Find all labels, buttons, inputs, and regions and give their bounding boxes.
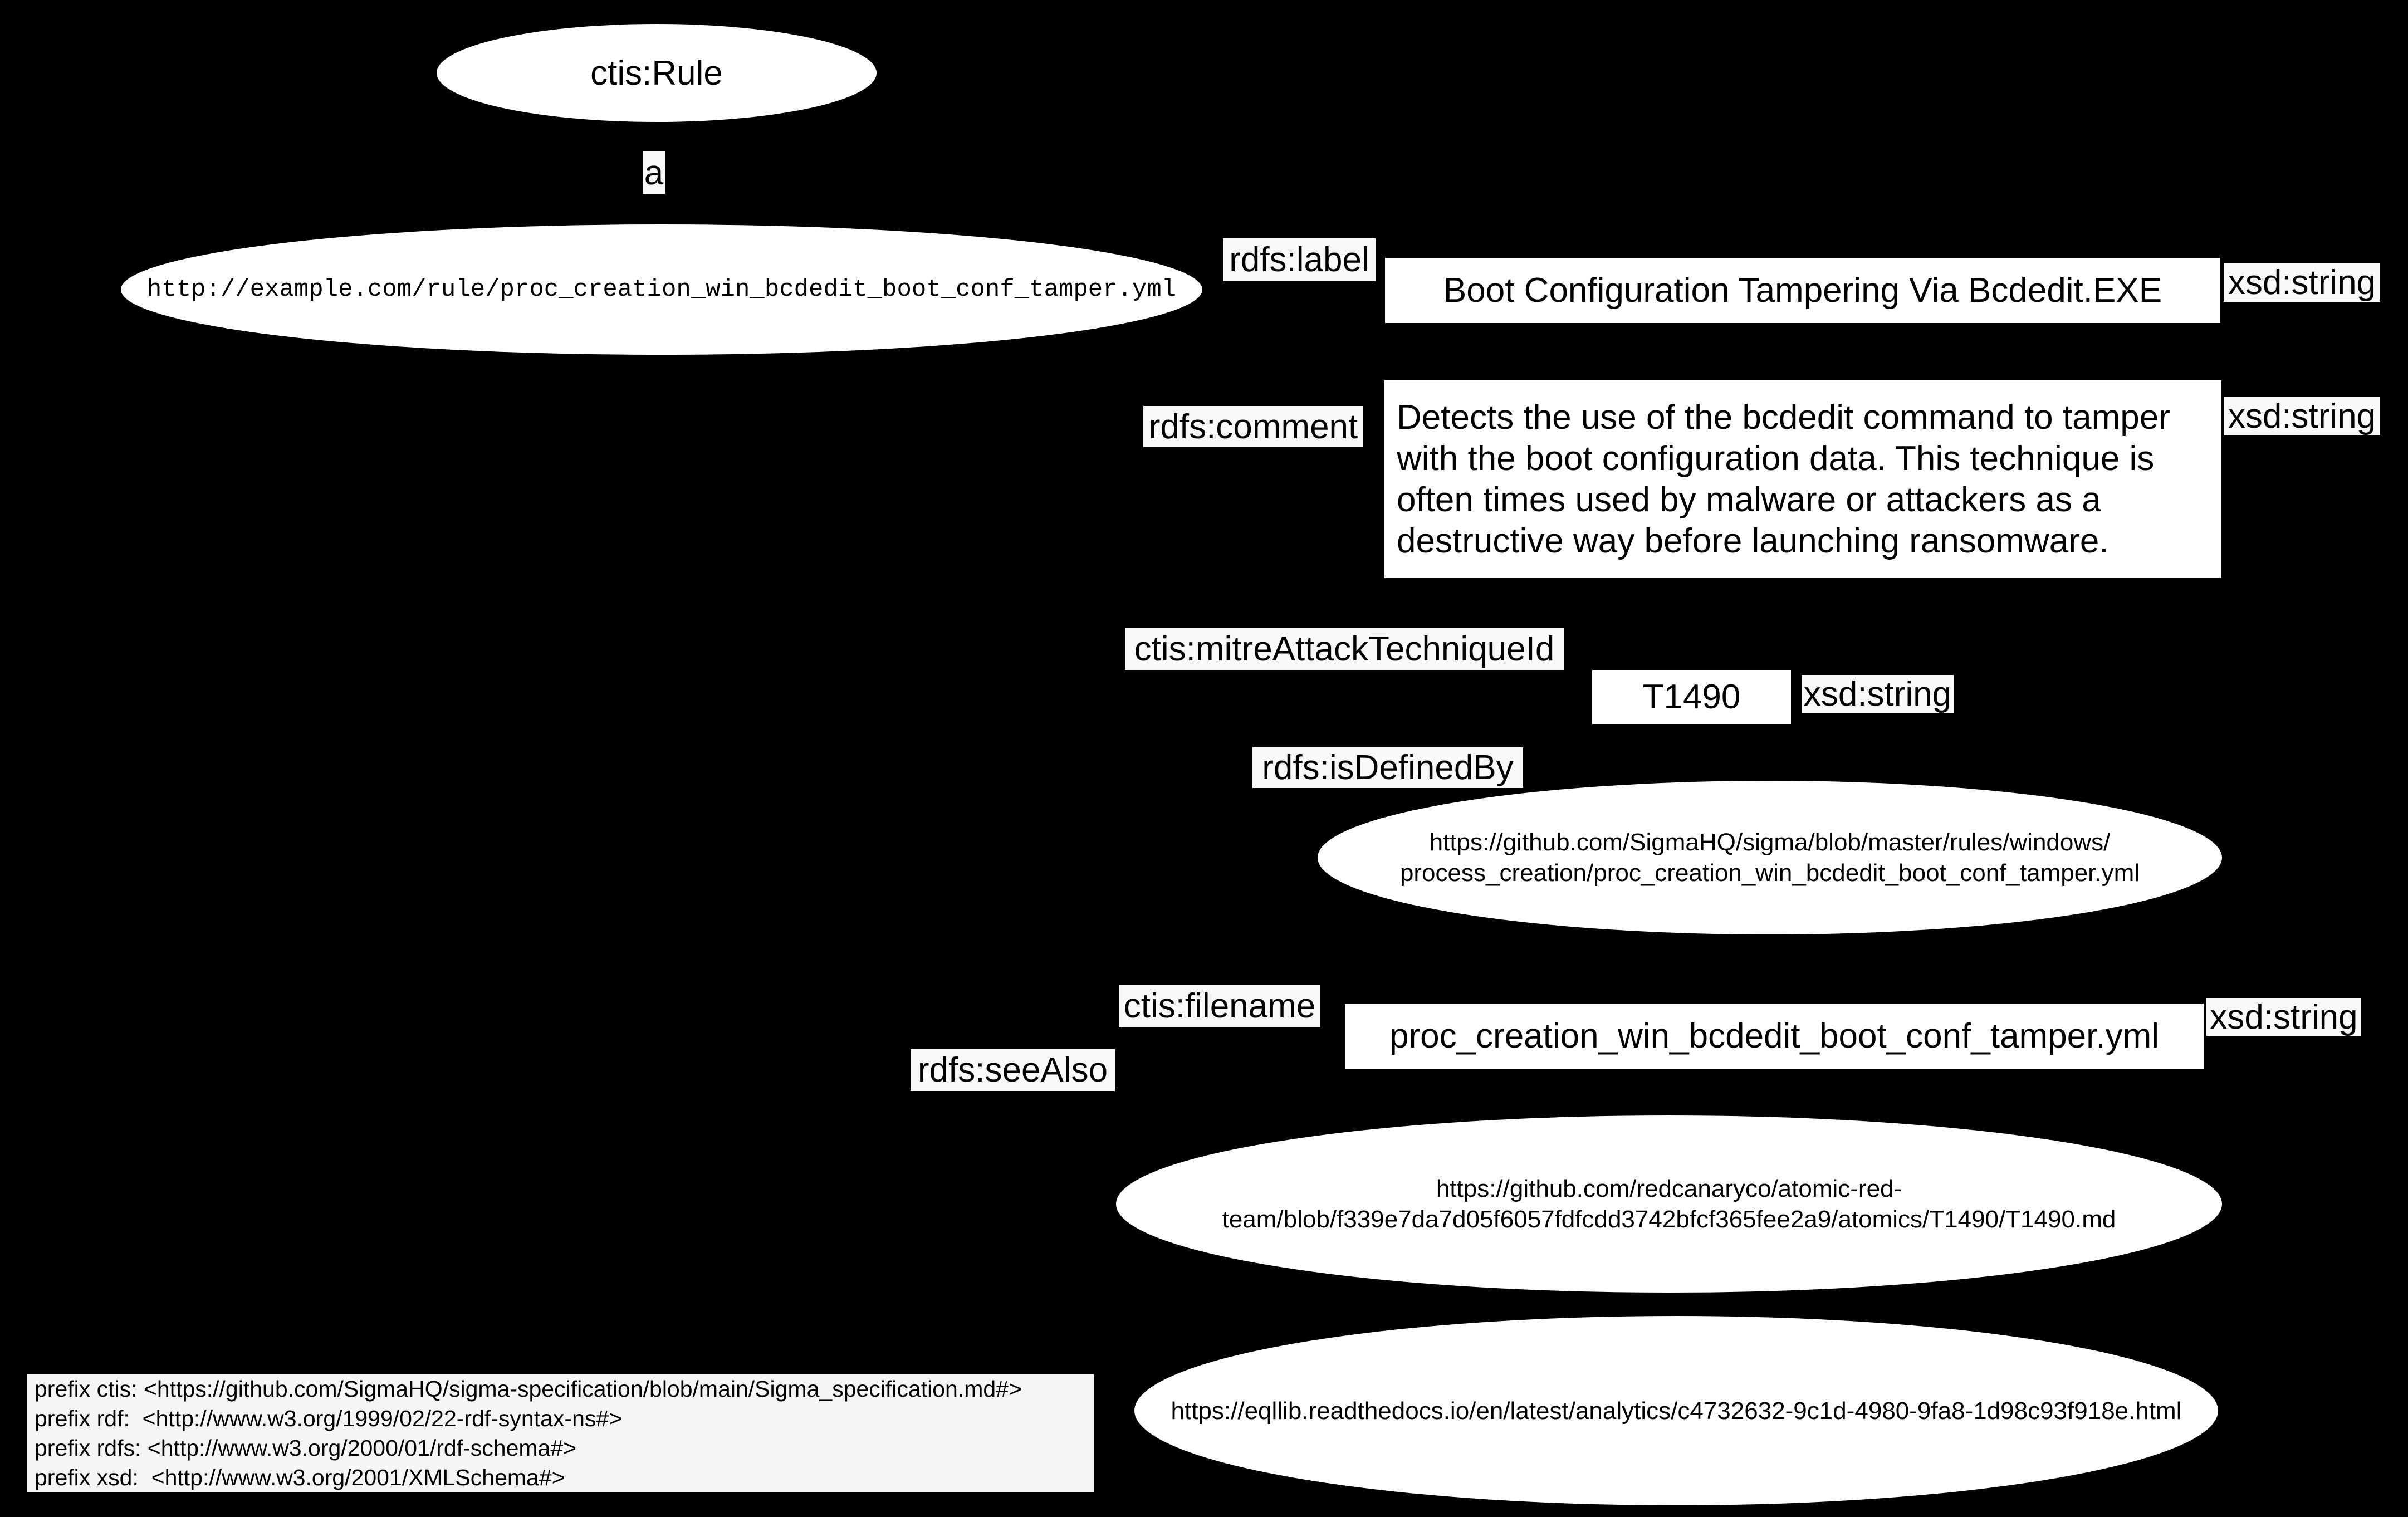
is-defined-by-node-ellipse: https://github.com/SigmaHQ/sigma/blob/ma… [1318,781,2222,934]
edge-label-filename-text: ctis:filename [1123,987,1316,1025]
edge-label-rdfs-label-text: rdfs:label [1229,241,1369,279]
literal-label-text: Boot Configuration Tampering Via Bcdedit… [1443,271,2162,310]
class-node-label: ctis:Rule [590,53,723,92]
datatype-badge-xsd-string-label: xsd:string [2224,263,2380,302]
comment-line-3: often times used by malware or attackers… [1397,480,2101,519]
datatype-badge-xsd-string-filename: xsd:string [2206,998,2361,1036]
filename-text: proc_creation_win_bcdedit_boot_conf_tamp… [1389,1017,2160,1055]
edge-label-mitre-text: ctis:mitreAttackTechniqueId [1134,630,1555,668]
literal-box-filename: proc_creation_win_bcdedit_boot_conf_tamp… [1345,1004,2204,1069]
see-also-redcanary-line-2: team/blob/f339e7da7d05f6057fdfcdd3742bfc… [1222,1206,2116,1233]
edge-label-rdfs-label: rdfs:label [1223,238,1376,281]
edge-label-a-text: a [644,153,664,192]
datatype-badge-text: xsd:string [1803,674,1952,713]
literal-box-comment: Detects the use of the bcdedit command t… [1384,380,2221,578]
edge-label-see-also: rdfs:seeAlso [911,1049,1115,1091]
prefix-line-ctis: prefix ctis: <https://github.com/SigmaHQ… [35,1376,1022,1402]
literal-box-technique-id: T1490 [1592,670,1791,724]
edge-label-mitre-attack-technique-id: ctis:mitreAttackTechniqueId [1125,628,1564,670]
prefix-line-rdfs: prefix rdfs: <http://www.w3.org/2000/01/… [35,1435,577,1461]
comment-line-2: with the boot configuration data. This t… [1397,439,2155,478]
datatype-badge-xsd-string-comment: xsd:string [2224,397,2380,435]
see-also-node-ellipse-redcanary: https://github.com/redcanaryco/atomic-re… [1116,1115,2222,1293]
edge-label-is-defined-by-text: rdfs:isDefinedBy [1262,748,1514,787]
edge-label-rdfs-comment: rdfs:comment [1143,406,1363,447]
datatype-badge-xsd-string-technique: xsd:string [1802,675,1954,713]
edge-label-a: a [643,151,665,194]
see-also-redcanary-line-1: https://github.com/redcanaryco/atomic-re… [1436,1175,1902,1202]
subject-node-ellipse: http://example.com/rule/proc_creation_wi… [121,224,1202,355]
literal-box-label: Boot Configuration Tampering Via Bcdedit… [1385,258,2220,323]
subject-uri-text: http://example.com/rule/proc_creation_wi… [146,276,1177,304]
see-also-node-ellipse-eqllib: https://eqllib.readthedocs.io/en/latest/… [1134,1316,2218,1505]
is-defined-by-url-line-2: process_creation/proc_creation_win_bcded… [1399,859,2140,887]
datatype-badge-text: xsd:string [2228,397,2376,435]
is-defined-by-url-line-1: https://github.com/SigmaHQ/sigma/blob/ma… [1429,829,2111,856]
datatype-badge-text: xsd:string [2210,997,2358,1036]
edge-label-filename: ctis:filename [1119,985,1320,1027]
see-also-eqllib-url: https://eqllib.readthedocs.io/en/latest/… [1171,1397,2182,1425]
edge-label-see-also-text: rdfs:seeAlso [917,1051,1108,1089]
prefix-line-rdf: prefix rdf: <http://www.w3.org/1999/02/2… [35,1406,623,1431]
comment-line-1: Detects the use of the bcdedit command t… [1397,398,2170,437]
edge-label-is-defined-by: rdfs:isDefinedBy [1252,747,1523,788]
datatype-badge-text: xsd:string [2228,263,2376,302]
technique-id-text: T1490 [1642,677,1741,716]
class-node-ellipse: ctis:Rule [437,24,877,122]
prefix-legend-panel: prefix ctis: <https://github.com/SigmaHQ… [27,1374,1094,1492]
prefix-line-xsd: prefix xsd: <http://www.w3.org/2001/XMLS… [35,1465,565,1490]
comment-line-4: destructive way before launching ransomw… [1397,521,2109,560]
edge-label-rdfs-comment-text: rdfs:comment [1148,407,1358,446]
